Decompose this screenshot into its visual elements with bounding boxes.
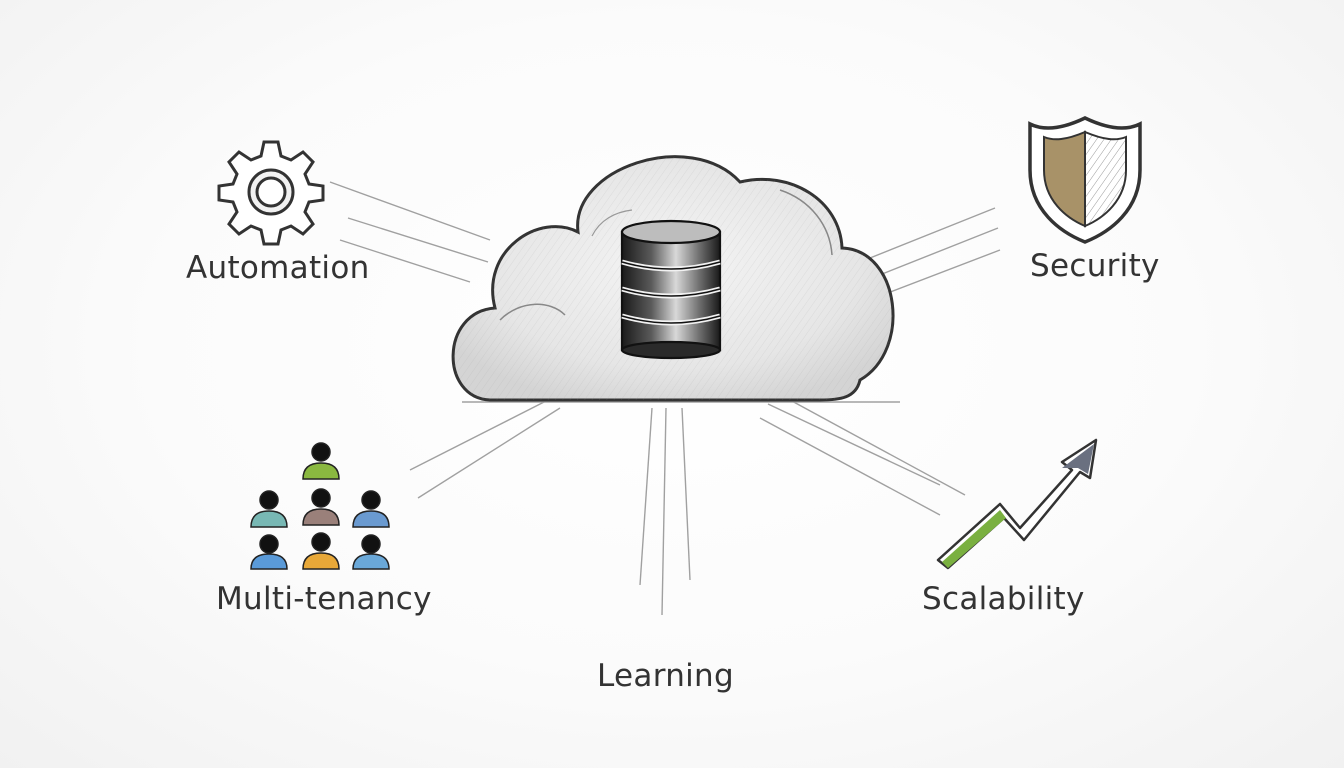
label-multi-tenancy: Multi-tenancy [216,581,432,617]
connector-lines [329,181,1001,616]
label-security: Security [1030,248,1160,284]
label-scalability: Scalability [922,581,1085,617]
label-automation: Automation [186,250,370,286]
growth-arrow-icon [936,438,1098,570]
gear-icon [217,140,325,246]
shield-icon [1028,116,1142,244]
people-group-icon [250,442,390,570]
label-learning: Learning [597,658,734,694]
database-icon [620,219,722,360]
